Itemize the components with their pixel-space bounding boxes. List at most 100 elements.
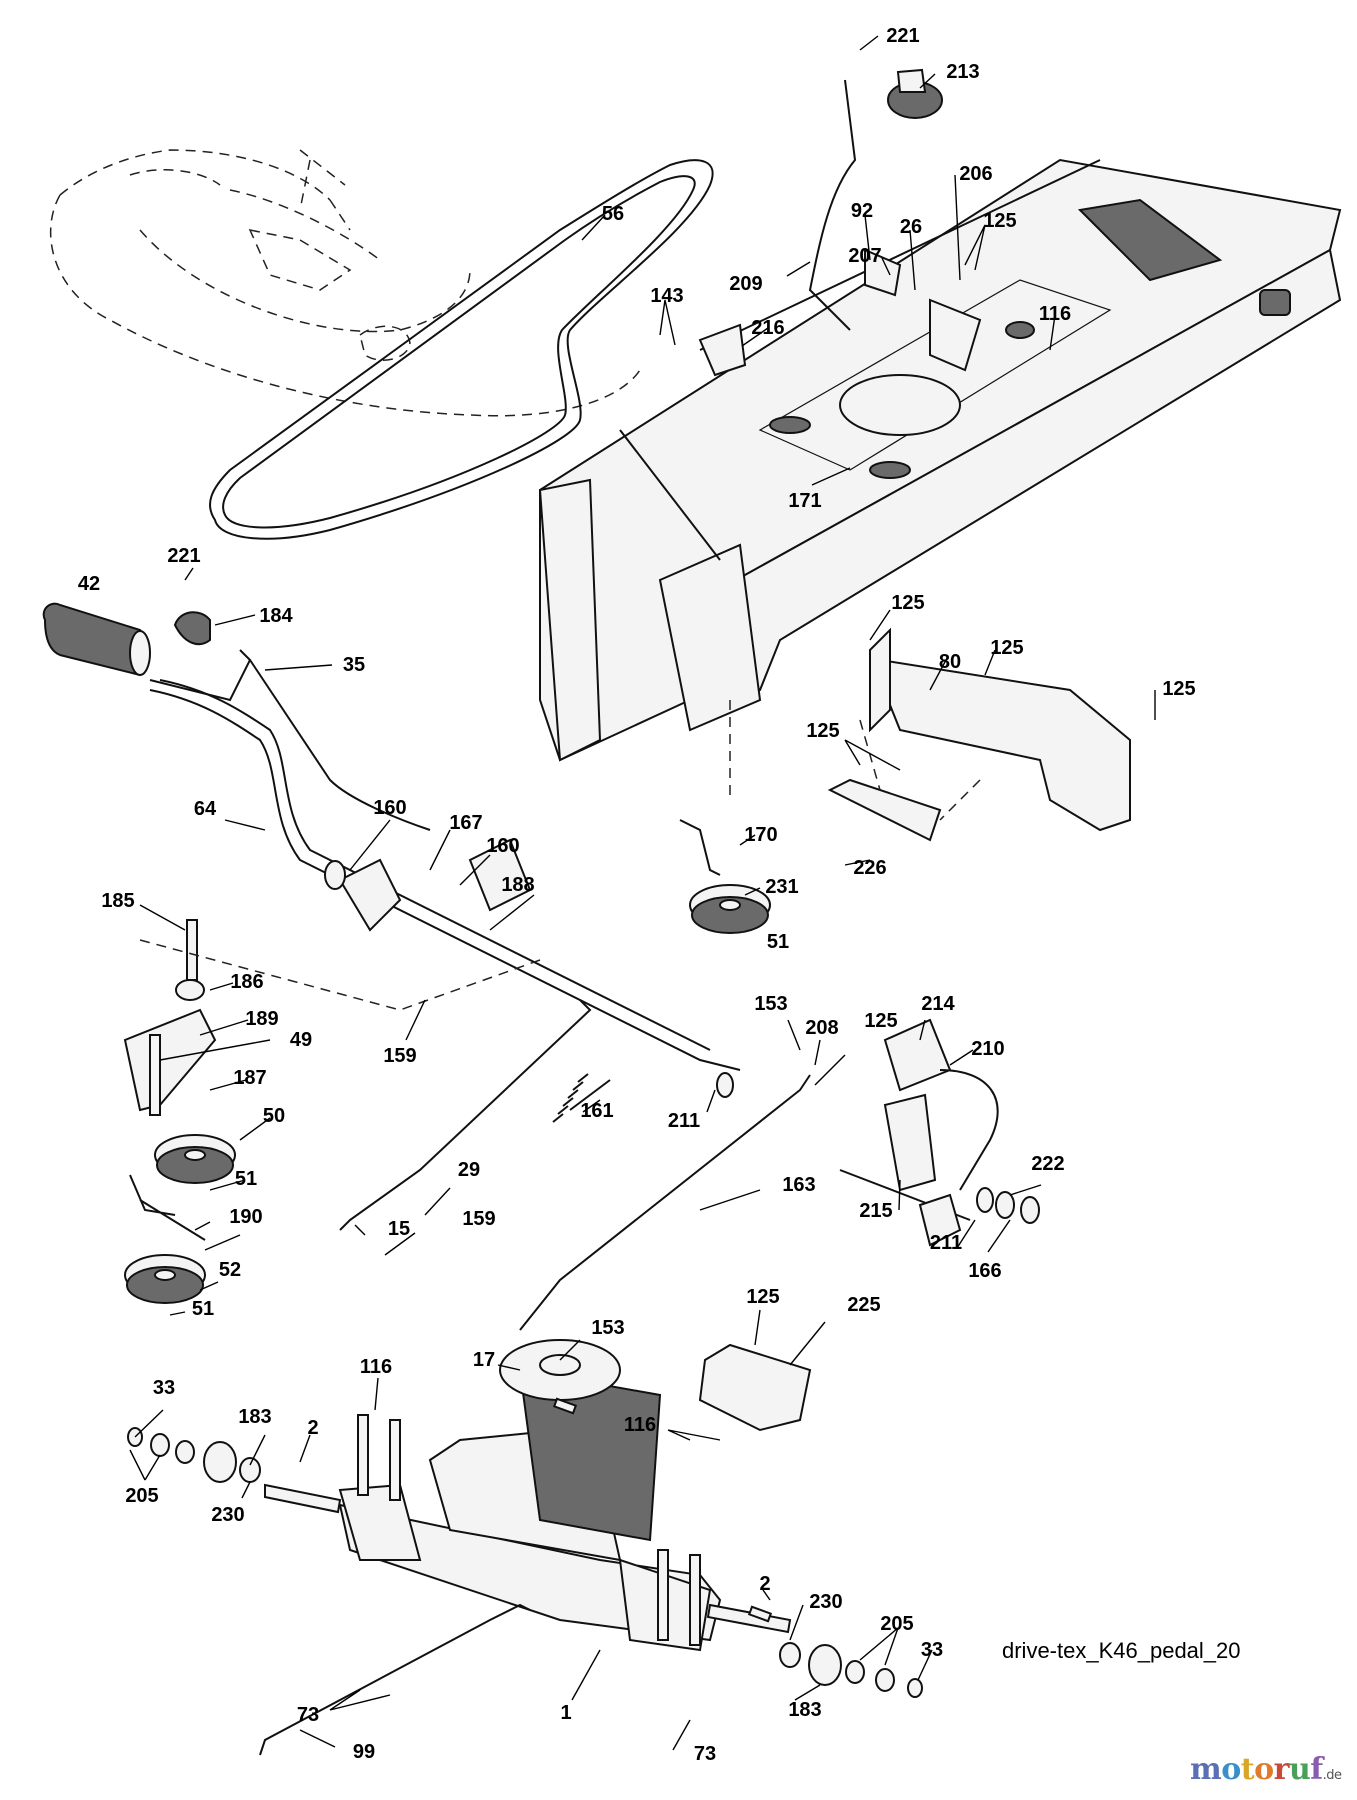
callout-35: 35 <box>342 654 366 676</box>
callout-160-b: 160 <box>486 835 520 857</box>
callout-226: 226 <box>853 857 887 879</box>
callout-207: 207 <box>848 245 882 267</box>
callout-42: 42 <box>77 573 101 595</box>
callout-161: 161 <box>580 1100 614 1122</box>
callout-52: 52 <box>218 1259 242 1281</box>
callout-15: 15 <box>387 1218 411 1240</box>
callout-211: 211 <box>667 1110 701 1132</box>
callout-125-g: 125 <box>746 1286 780 1308</box>
watermark-letter: o <box>1254 1752 1274 1787</box>
watermark-suffix: .de <box>1322 1768 1342 1783</box>
callout-215: 215 <box>859 1200 893 1222</box>
watermark-letter: t <box>1240 1752 1255 1787</box>
callout-125: 125 <box>983 210 1017 232</box>
callout-160: 160 <box>373 797 407 819</box>
callout-50: 50 <box>262 1105 286 1127</box>
leader-lines <box>129 35 1156 1751</box>
callout-125-c: 125 <box>990 637 1024 659</box>
drive-pedals <box>716 1018 1040 1247</box>
lift-lever-assembly <box>42 602 741 1071</box>
callout-211-b: 211 <box>929 1232 963 1254</box>
axle-hardware <box>127 1397 923 1698</box>
watermark-letter: f <box>1310 1752 1323 1787</box>
callout-188: 188 <box>501 874 535 896</box>
callout-205-b: 205 <box>880 1613 914 1635</box>
callout-153-b: 153 <box>591 1317 625 1339</box>
transaxle <box>264 1339 792 1652</box>
watermark-letter: r <box>1273 1752 1290 1787</box>
watermark-letter: m <box>1190 1752 1222 1787</box>
transaxle-shield <box>698 1343 812 1432</box>
callout-230-b: 230 <box>809 1591 843 1613</box>
callout-205: 205 <box>125 1485 159 1507</box>
callout-64: 64 <box>193 798 217 820</box>
callout-167: 167 <box>449 812 483 834</box>
callout-116-b: 116 <box>359 1356 393 1378</box>
watermark-logo: motoruf.de <box>1190 1752 1342 1787</box>
callout-116-c: 116 <box>623 1414 657 1436</box>
callout-80: 80 <box>938 651 962 673</box>
callout-73: 73 <box>296 1704 320 1726</box>
callout-225: 225 <box>847 1294 881 1316</box>
callout-56: 56 <box>601 203 625 225</box>
control-rods <box>339 999 811 1331</box>
callout-116: 116 <box>1038 303 1072 325</box>
callout-17: 17 <box>472 1349 496 1371</box>
callout-171: 171 <box>788 490 822 512</box>
watermark-letter: u <box>1288 1752 1311 1787</box>
callout-231: 231 <box>765 876 799 898</box>
callout-214: 214 <box>921 993 955 1015</box>
callout-209: 209 <box>729 273 763 295</box>
callout-187: 187 <box>233 1067 267 1089</box>
callout-206: 206 <box>959 163 993 185</box>
callout-125-e: 125 <box>806 720 840 742</box>
callout-51-c: 51 <box>191 1298 215 1320</box>
callout-183-b: 183 <box>788 1699 822 1721</box>
callout-210: 210 <box>971 1038 1005 1060</box>
callout-183: 183 <box>238 1406 272 1428</box>
callout-184: 184 <box>259 605 293 627</box>
bypass-rod <box>259 1603 531 1756</box>
callout-208: 208 <box>805 1017 839 1039</box>
callout-73-b: 73 <box>693 1743 717 1765</box>
callout-230: 230 <box>211 1504 245 1526</box>
mower-deck-outline <box>49 149 641 417</box>
callout-221: 221 <box>886 25 920 47</box>
callout-125-f: 125 <box>864 1010 898 1032</box>
callout-51: 51 <box>766 931 790 953</box>
tractor-frame <box>538 158 1342 762</box>
callout-92: 92 <box>850 200 874 222</box>
callout-2-b: 2 <box>759 1573 771 1595</box>
callout-143: 143 <box>650 285 684 307</box>
callout-185: 185 <box>101 890 135 912</box>
frame-bracket <box>729 627 1131 842</box>
callout-170: 170 <box>744 824 778 846</box>
callout-51-b: 51 <box>234 1168 258 1190</box>
callout-125-b: 125 <box>891 592 925 614</box>
callout-99: 99 <box>352 1741 376 1763</box>
callout-26: 26 <box>899 216 923 238</box>
callout-166: 166 <box>968 1260 1002 1282</box>
callout-29: 29 <box>457 1159 481 1181</box>
callout-2: 2 <box>307 1417 319 1439</box>
watermark-letter: o <box>1221 1752 1241 1787</box>
callout-1: 1 <box>560 1702 572 1724</box>
callout-190: 190 <box>229 1206 263 1228</box>
callout-189: 189 <box>245 1008 279 1030</box>
idler-pulleys <box>123 819 771 1304</box>
callout-222: 222 <box>1031 1153 1065 1175</box>
callout-153: 153 <box>754 993 788 1015</box>
callout-216: 216 <box>751 317 785 339</box>
callout-221-b: 221 <box>167 545 201 567</box>
callout-33: 33 <box>152 1377 176 1399</box>
diagram-caption: drive-tex_K46_pedal_20 <box>1002 1638 1241 1663</box>
drive-belt <box>209 159 714 540</box>
callout-159: 159 <box>383 1045 417 1067</box>
callout-159-b: 159 <box>462 1208 496 1230</box>
steering-shaft <box>698 68 982 377</box>
callout-125-d: 125 <box>1162 678 1196 700</box>
callout-163: 163 <box>782 1174 816 1196</box>
callout-49: 49 <box>289 1029 313 1051</box>
